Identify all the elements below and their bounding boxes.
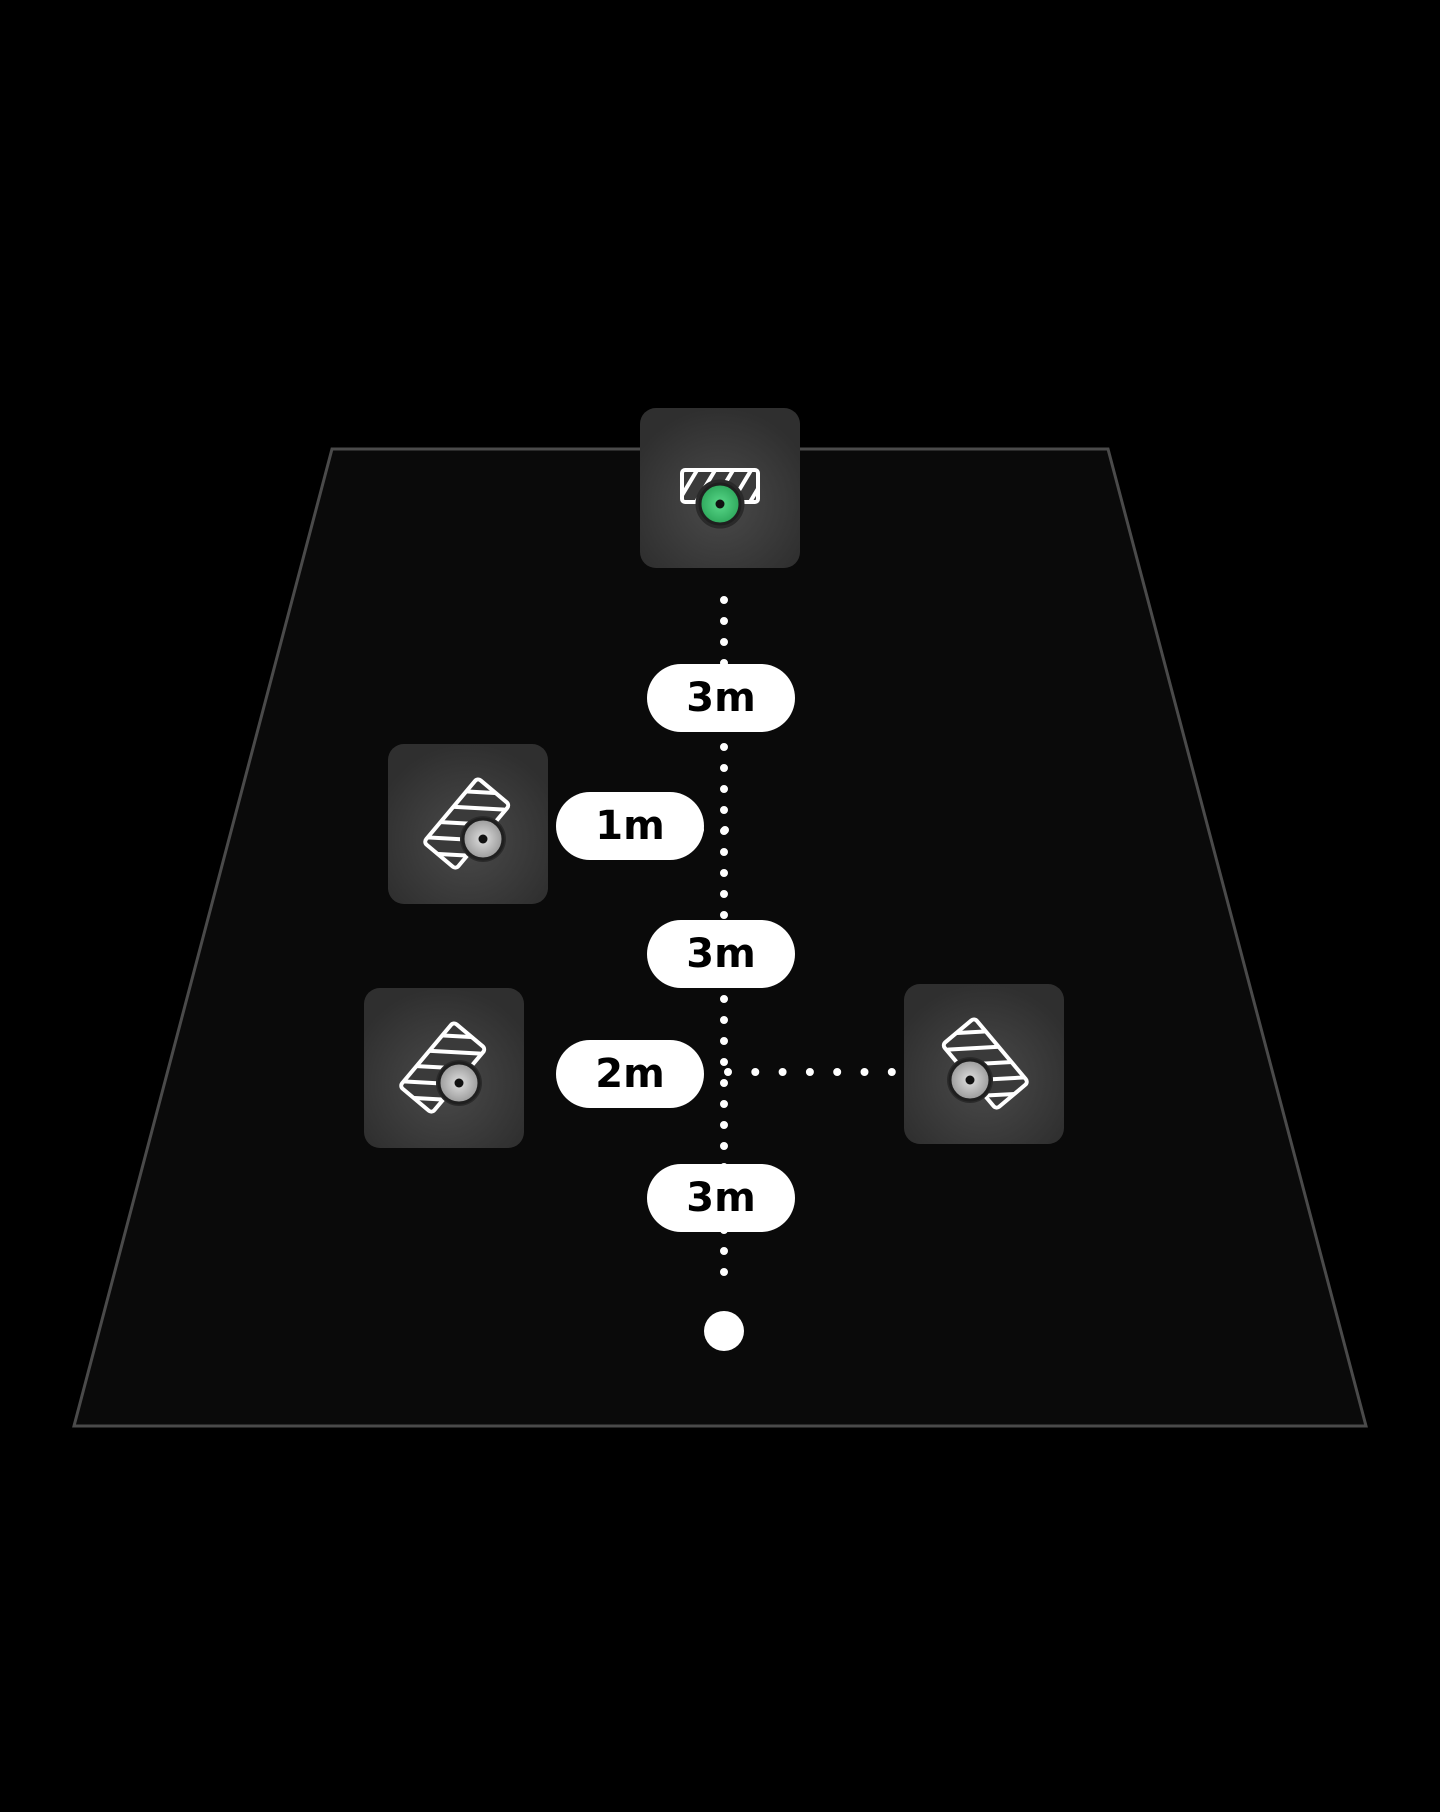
distance-label-middle: 3m [647,920,795,988]
distance-label-text: 3m [686,1175,756,1221]
distance-label-front-left-offset: 1m [556,792,704,860]
angled-speaker-icon [941,1017,1029,1110]
distance-label-text: 3m [686,675,756,721]
distance-label-rear-offset: 2m [556,1040,704,1108]
front-left-speaker-tile[interactable] [388,744,548,904]
front-speaker-icon [680,468,760,529]
distance-label-text: 1m [595,803,665,849]
rear-right-speaker-tile[interactable] [904,984,1064,1144]
distance-label-text: 2m [595,1051,665,1097]
rear-left-speaker-tile[interactable] [364,988,524,1148]
distance-label-text: 3m [686,931,756,977]
front-speaker-tile[interactable] [640,408,800,568]
distance-label-rear: 3m [647,1164,795,1232]
listener-dot-icon [704,1311,744,1351]
distance-label-front: 3m [647,664,795,732]
